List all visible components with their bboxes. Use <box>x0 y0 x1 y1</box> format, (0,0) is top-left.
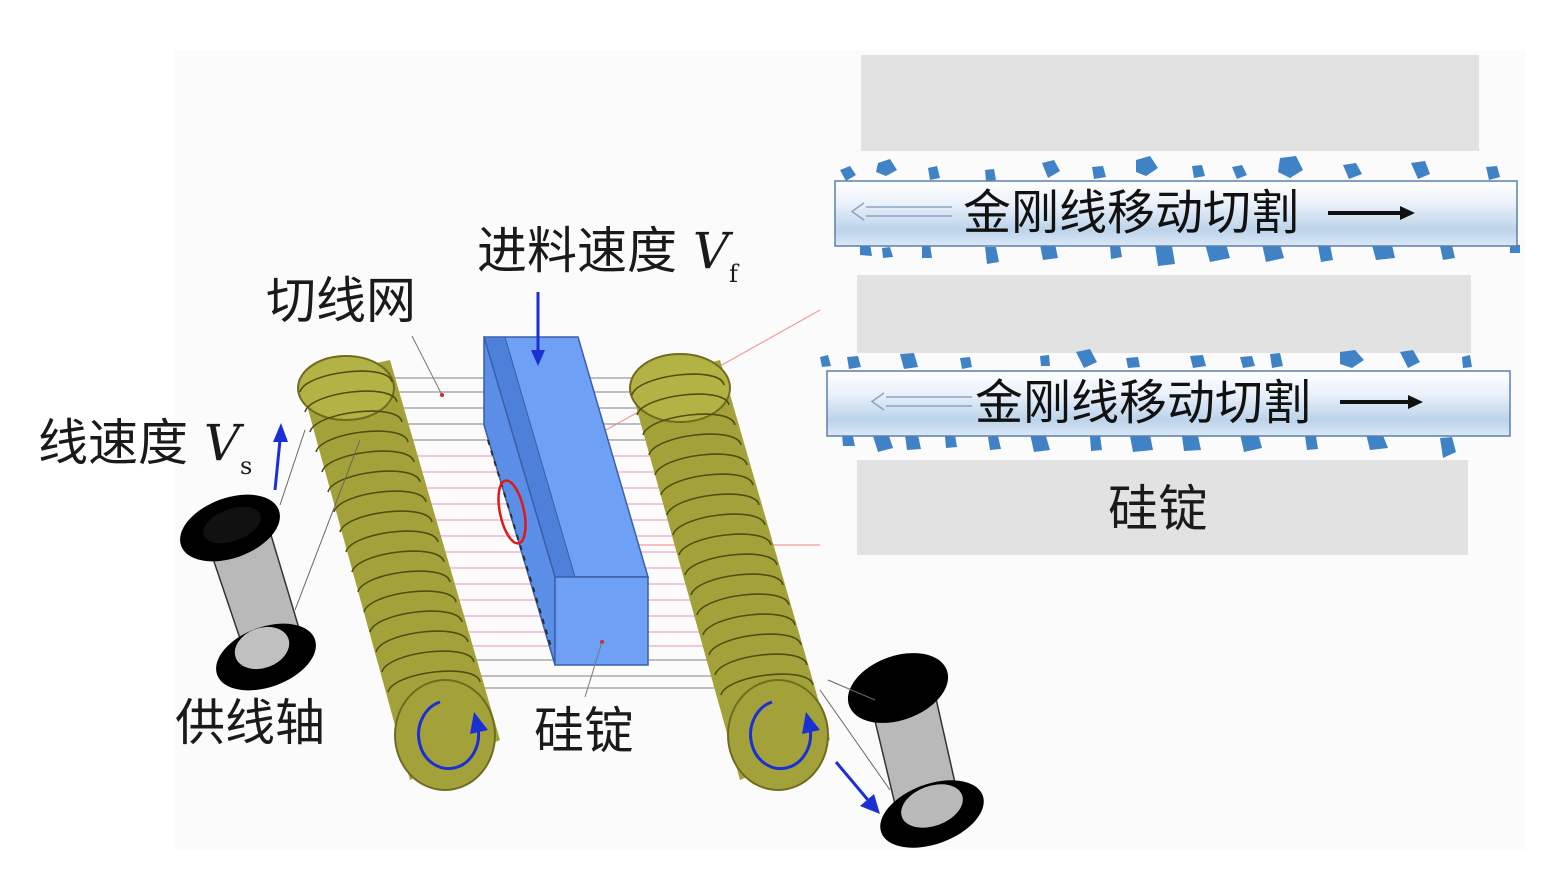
supply-spool-icon <box>180 429 361 691</box>
left-arrow-outline-icon <box>850 202 952 221</box>
supply-spool-label: 供线轴 <box>175 694 325 752</box>
right-arrow-icon <box>1340 395 1423 409</box>
wire-web-label: 切线网 <box>266 272 416 330</box>
diamond-grit-top <box>840 156 1520 266</box>
ingot-slice-bottom <box>857 460 1468 555</box>
feed-speed-subscript: f <box>729 260 738 288</box>
diamond-wire-bottom <box>826 370 1511 437</box>
ingot-slice-top <box>861 55 1479 151</box>
wire-speed-arrow-icon <box>273 423 288 491</box>
wire-speed-symbol: V <box>203 414 241 472</box>
feed-speed-symbol: V <box>692 222 730 280</box>
wire-speed-label: 线速度 Vs <box>38 418 252 478</box>
right-arrow-icon <box>1328 206 1415 220</box>
left-arrow-outline-icon <box>870 392 972 411</box>
wire-speed-text: 线速度 <box>38 414 188 472</box>
rotation-arrow-icon <box>417 700 481 771</box>
zoom-ingot-label: 硅锭 <box>1108 480 1208 538</box>
zoom-panel <box>820 55 1520 555</box>
wire-bottom-caption: 金刚线移动切割 <box>975 375 1312 431</box>
feed-arrow-icon <box>531 292 545 366</box>
wire-top-caption: 金刚线移动切割 <box>963 185 1300 241</box>
feed-speed-label: 进料速度 Vf <box>477 226 738 286</box>
rotation-arrow-icon <box>749 700 813 771</box>
right-roller <box>629 353 830 791</box>
takeup-spool-icon <box>819 653 984 848</box>
silicon-ingot-block <box>482 336 649 698</box>
wire-web-leader <box>411 335 443 396</box>
zoom-marker-ellipse <box>497 479 527 545</box>
takeup-direction-arrow-icon <box>834 761 880 814</box>
feed-speed-text: 进料速度 <box>477 222 677 280</box>
ingot-label: 硅锭 <box>534 702 634 760</box>
wire-speed-subscript: s <box>240 452 253 480</box>
ingot-slice-middle <box>857 275 1471 353</box>
